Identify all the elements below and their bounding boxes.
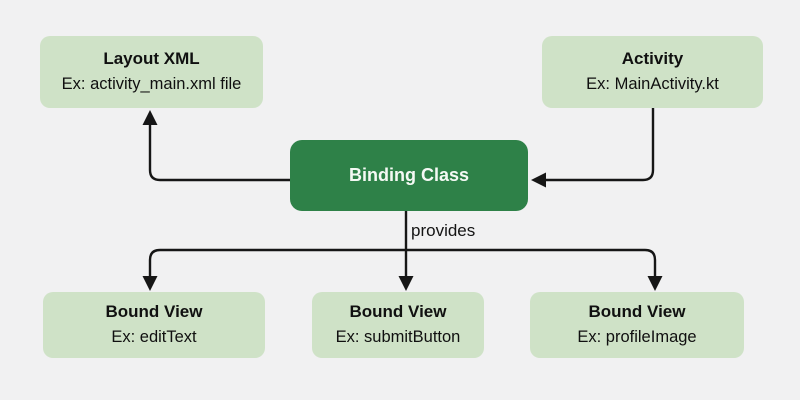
node-bound-view-2: Bound View Ex: submitButton — [312, 292, 484, 358]
edge-label-provides: provides — [411, 221, 476, 240]
node-bound-view-1-title: Bound View — [105, 302, 203, 322]
arrowhead-down-bound-view-1 — [142, 276, 158, 291]
arrowhead-left-binding — [531, 172, 546, 188]
arrowhead-down-bound-view-2 — [398, 276, 414, 291]
node-activity: Activity Ex: MainActivity.kt — [542, 36, 763, 108]
arrowhead-up-layout-xml — [142, 110, 158, 125]
arrowhead-down-bound-view-3 — [647, 276, 663, 291]
node-layout-xml-subtitle: Ex: activity_main.xml file — [61, 74, 242, 93]
node-binding-class-title: Binding Class — [348, 164, 469, 185]
node-layout-xml-title: Layout XML — [103, 49, 200, 69]
node-bound-view-2-title: Bound View — [349, 302, 447, 322]
node-bound-view-3: Bound View Ex: profileImage — [530, 292, 744, 358]
node-binding-class: Binding Class — [290, 140, 528, 211]
node-bound-view-2-subtitle: Ex: submitButton — [335, 327, 461, 346]
edge-binding-to-layout-xml — [148, 124, 290, 182]
node-activity-title: Activity — [621, 49, 684, 69]
edge-branch-bar — [148, 248, 657, 278]
node-bound-view-3-title: Bound View — [588, 302, 686, 322]
node-bound-view-1: Bound View Ex: editText — [43, 292, 265, 358]
node-layout-xml: Layout XML Ex: activity_main.xml file — [40, 36, 263, 108]
edge-activity-to-binding — [546, 108, 655, 182]
node-bound-view-3-subtitle: Ex: profileImage — [577, 327, 697, 346]
node-activity-subtitle: Ex: MainActivity.kt — [586, 74, 719, 93]
node-bound-view-1-subtitle: Ex: editText — [111, 327, 197, 346]
